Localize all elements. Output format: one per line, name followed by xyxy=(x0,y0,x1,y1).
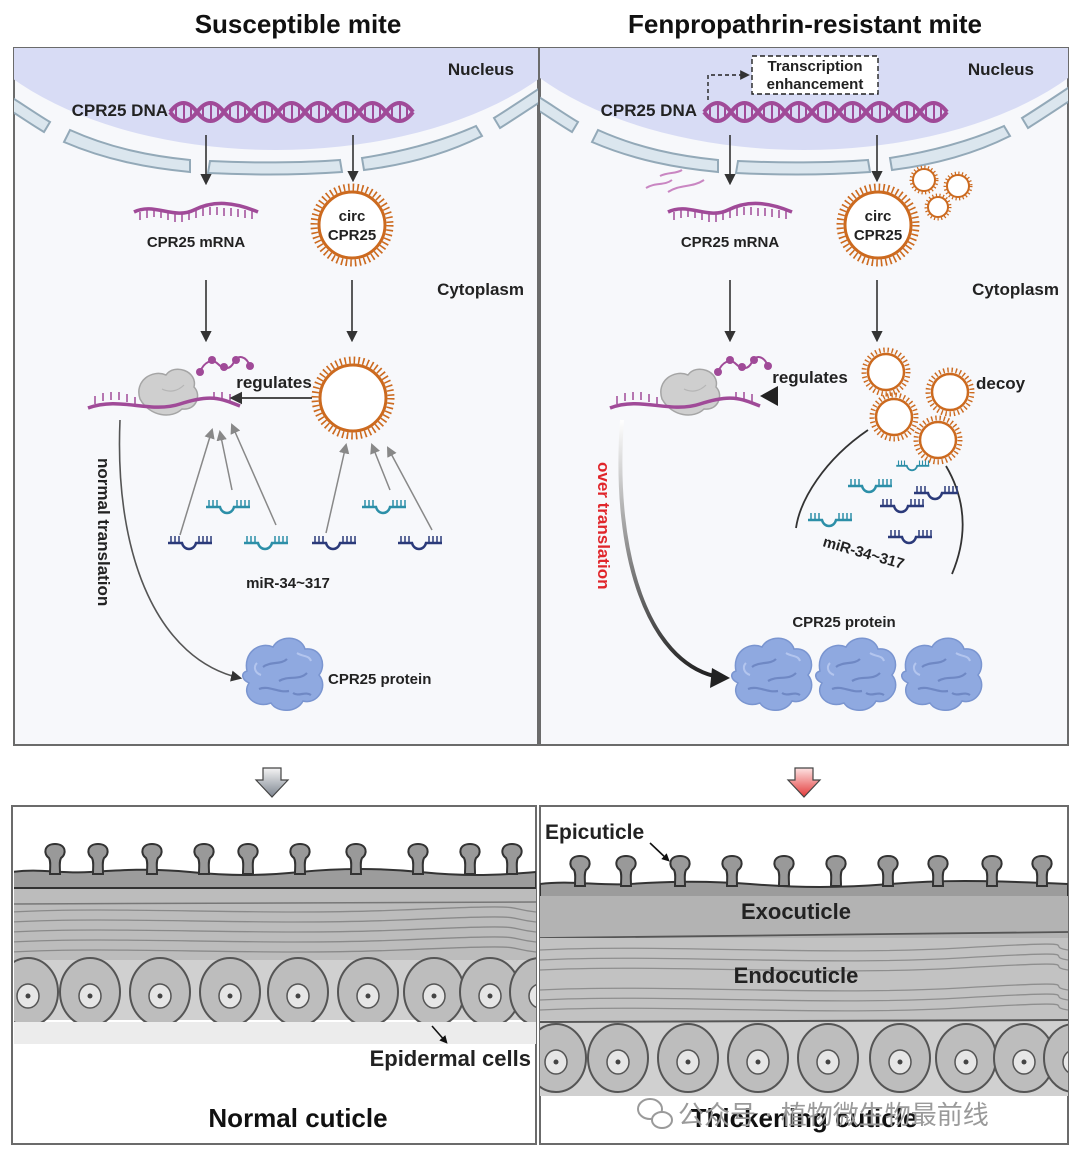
thick-cell-6 xyxy=(869,1023,931,1093)
left-mirna-arrows xyxy=(179,423,433,536)
left-normal-translation-arrow xyxy=(118,419,243,682)
extra-circrnas xyxy=(909,165,973,221)
wechat-icon xyxy=(637,1098,673,1129)
normal-cell-7 xyxy=(403,957,465,1027)
normal-cell-4 xyxy=(199,957,261,1027)
decoy-label: decoy xyxy=(976,374,1026,393)
left-regulates-label: regulates xyxy=(236,373,312,392)
left-nucleus-label: Nucleus xyxy=(448,60,514,79)
left-normal-translation-label: normal translation xyxy=(94,458,113,606)
decoy-bracket-right xyxy=(945,465,964,575)
right-circ-label-2: CPR25 xyxy=(854,227,902,244)
decoy-bracket-left xyxy=(795,429,869,529)
thick-cuticle-panel: Epicuticle Exocuticle Endocuticle Thicke… xyxy=(539,805,1069,1145)
right-mrna-label: CPR25 mRNA xyxy=(681,234,780,251)
normal-cuticle-caption: Normal cuticle xyxy=(208,1103,387,1133)
left-down-arrow xyxy=(254,767,290,798)
transcription-dashed-arrow xyxy=(707,70,750,100)
left-translating-mrna xyxy=(87,396,241,410)
right-regulates-label: regulates xyxy=(772,368,848,387)
over-translation-arrowhead xyxy=(710,668,730,688)
right-translating-mrna-bases xyxy=(616,392,753,405)
left-nucleus xyxy=(14,48,538,150)
thick-cell-5 xyxy=(797,1023,859,1093)
exocuticle-layer xyxy=(540,896,1068,938)
left-circ-label-2: CPR25 xyxy=(328,227,376,244)
endocuticle-label: Endocuticle xyxy=(734,963,859,988)
thick-cuticle-caption: Thickening cuticle xyxy=(691,1103,918,1133)
epidermal-cells-label: Epidermal cells xyxy=(370,1046,531,1071)
left-mrna-label: CPR25 mRNA xyxy=(147,234,246,251)
left-dna-label: CPR25 DNA xyxy=(72,101,168,120)
normal-cell-2 xyxy=(59,957,121,1027)
right-panel-title: Fenpropathrin-resistant mite xyxy=(628,9,982,39)
left-cell-panel: Nucleus CPR25 DNA CPR25 mRNA circ CPR25 … xyxy=(13,47,539,746)
left-nuclear-envelope xyxy=(14,88,538,176)
right-nucleus xyxy=(540,48,1068,150)
right-cpr25-protein-1 xyxy=(730,637,813,712)
right-cpr25-protein-3 xyxy=(900,637,983,712)
normal-cell-3 xyxy=(129,957,191,1027)
right-down-arrow xyxy=(786,767,822,798)
left-circ-label-1: circ xyxy=(339,208,366,225)
transcription-label-2: enhancement xyxy=(767,76,864,93)
normal-epicuticle-line xyxy=(14,868,536,889)
epicuticle-pointer xyxy=(649,842,670,862)
endocuticle-lines xyxy=(540,943,1068,1012)
thick-cell-3 xyxy=(657,1023,719,1093)
normal-cuticle-panel: Epidermal cells Normal cuticle xyxy=(11,805,537,1145)
right-regulates-arrowhead xyxy=(760,386,778,406)
left-cytoplasm-label: Cytoplasm xyxy=(437,280,524,299)
watermark: 公众号 · 植物微生物最前线 xyxy=(678,1101,989,1131)
over-translation-label: over translation xyxy=(594,462,613,590)
transcription-label-1: Transcription xyxy=(767,58,862,75)
transcription-enhancement-box xyxy=(751,55,879,95)
exocuticle-label: Exocuticle xyxy=(741,899,851,924)
mrna-fragments xyxy=(645,169,705,193)
left-mirna-label: miR-34~317 xyxy=(246,575,330,592)
thick-cell-7 xyxy=(935,1023,997,1093)
over-translation-arrow xyxy=(618,419,715,678)
right-cpr25-protein-2 xyxy=(814,637,897,712)
right-cytoplasm-label: Cytoplasm xyxy=(972,280,1059,299)
right-protein-label: CPR25 protein xyxy=(792,614,895,631)
right-dna-label: CPR25 DNA xyxy=(601,101,697,120)
epicuticle-label: Epicuticle xyxy=(545,821,644,844)
left-protein-label: CPR25 protein xyxy=(328,671,431,688)
right-nucleus-label: Nucleus xyxy=(968,60,1034,79)
left-cpr25-protein xyxy=(241,637,324,712)
right-cell-panel: Nucleus Transcription enhancement CPR25 … xyxy=(539,47,1069,746)
thick-cell-4 xyxy=(727,1023,789,1093)
right-nuclear-envelope xyxy=(540,86,1068,176)
normal-cell-6 xyxy=(337,957,399,1027)
normal-cell-5 xyxy=(267,957,329,1027)
normal-cuticle-layers xyxy=(14,906,536,953)
epidermal-pointer xyxy=(431,1025,448,1044)
right-translating-mrna xyxy=(609,396,761,410)
right-circ-label-1: circ xyxy=(865,208,892,225)
normal-cell-1 xyxy=(14,957,59,1027)
thick-cell-2 xyxy=(587,1023,649,1093)
left-panel-title: Susceptible mite xyxy=(195,9,402,39)
